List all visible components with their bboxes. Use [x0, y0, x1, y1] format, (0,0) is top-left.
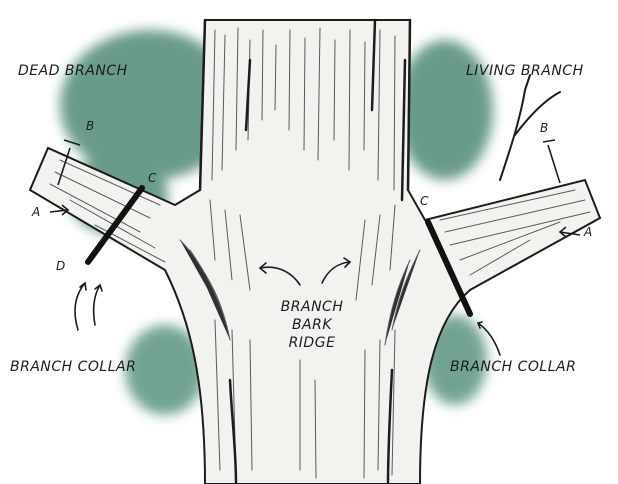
ridge-label-line-2: BARK [262, 318, 362, 332]
right-b-bracket [543, 140, 560, 183]
branch-bark-ridge-label: BRANCH BARK RIDGE [262, 300, 362, 350]
ridge-label-line-3: RIDGE [262, 336, 362, 350]
left-point-a: A [32, 206, 41, 218]
living-branch-label: LIVING BRANCH [466, 64, 584, 78]
collar-left-arrow-2 [94, 285, 102, 325]
dead-branch-label: DEAD BRANCH [18, 64, 128, 78]
right-point-b: B [540, 122, 549, 134]
branch-collar-right-label: BRANCH COLLAR [450, 360, 576, 374]
collar-left-arrow-1 [75, 283, 86, 330]
left-point-c: C [148, 172, 157, 184]
ridge-label-line-1: BRANCH [262, 300, 362, 314]
right-point-c: C [420, 195, 429, 207]
branch-collar-left-label: BRANCH COLLAR [10, 360, 136, 374]
left-point-b: B [86, 120, 95, 132]
left-point-d: D [56, 260, 66, 272]
foliage-wash-right [397, 40, 493, 180]
living-twig [500, 75, 560, 180]
right-point-a: A [584, 226, 593, 238]
